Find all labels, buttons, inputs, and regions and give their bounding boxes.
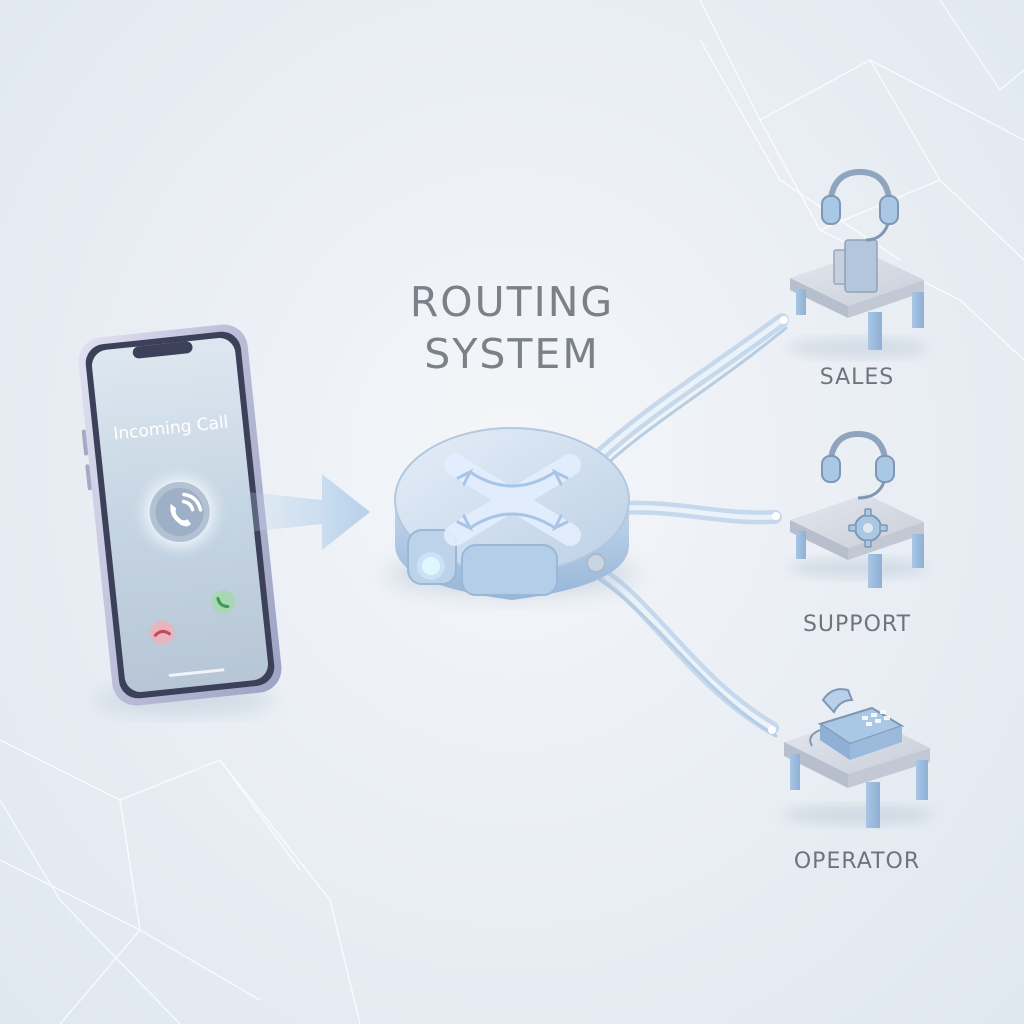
smartphone: Incoming Call [78,324,282,706]
routing-hub-icon [387,427,637,600]
desk-phone-icon [809,688,905,760]
support-desk [788,494,928,588]
gear-icon [848,508,888,548]
support-headset-icon [821,430,895,500]
phone-accept-icon[interactable] [210,589,236,615]
support-label: SUPPORT [803,612,911,637]
sales-headset-icon [821,168,899,242]
diagram-title-line-1: ROUTING [409,278,615,326]
routing-arrow [230,474,370,550]
network-lines-decoration-bottom [0,739,361,1024]
cable-glow-ends [768,316,788,734]
folder-icon [844,239,878,293]
sales-label: SALES [820,365,895,390]
diagram-title-line-2: SYSTEM [424,330,600,378]
operator-label: OPERATOR [794,849,920,874]
sales-desk [788,239,928,358]
phone-ring-icon [170,492,203,527]
